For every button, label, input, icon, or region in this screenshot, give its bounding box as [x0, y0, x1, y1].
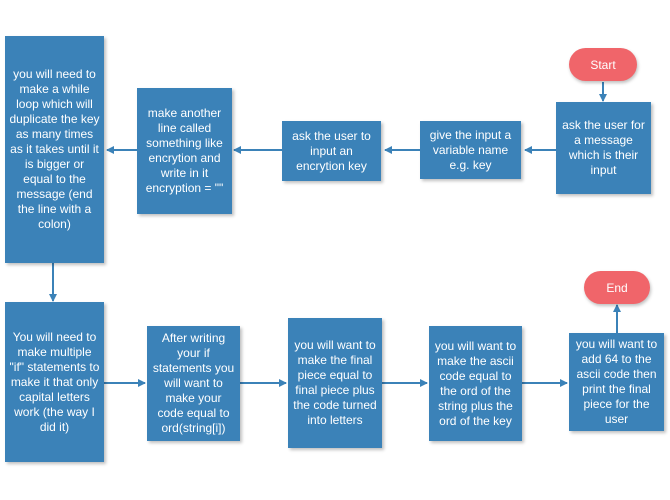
step-5-box: you will need to make a while loop which…	[5, 36, 104, 263]
step-9-text: you will want to make the ascii code equ…	[434, 338, 517, 428]
step-2-text: give the input a variable name e.g. key	[429, 127, 512, 172]
step-2-box: give the input a variable name e.g. key	[420, 121, 521, 179]
step-6-text: You will need to make multiple "if" stat…	[9, 329, 100, 434]
start-label: Start	[590, 57, 616, 72]
step-4-text: make another line called something like …	[145, 106, 224, 195]
step-3-text: ask the user to input an encrytion key	[292, 128, 371, 173]
step-10-text: you will want to add 64 to the ascii cod…	[575, 337, 658, 426]
end-label: End	[606, 280, 628, 295]
step-8-box: you will want to make the final piece eq…	[288, 318, 382, 448]
step-6-box: You will need to make multiple "if" stat…	[5, 302, 104, 462]
step-4-box: make another line called something like …	[137, 88, 232, 214]
step-8-text: you will want to make the final piece eq…	[293, 338, 377, 427]
end-terminal: End	[584, 271, 650, 304]
step-3-box: ask the user to input an encrytion key	[282, 121, 381, 181]
step-10-box: you will want to add 64 to the ascii cod…	[569, 333, 664, 431]
step-1-box: ask the user for a message which is thei…	[556, 102, 651, 194]
step-1-text: ask the user for a message which is thei…	[562, 118, 645, 177]
step-9-box: you will want to make the ascii code equ…	[429, 326, 522, 441]
step-7-text: After writing your if statements you wil…	[152, 331, 235, 435]
start-terminal: Start	[569, 48, 637, 81]
step-7-box: After writing your if statements you wil…	[147, 326, 240, 441]
step-5-text: you will need to make a while loop which…	[9, 67, 100, 231]
